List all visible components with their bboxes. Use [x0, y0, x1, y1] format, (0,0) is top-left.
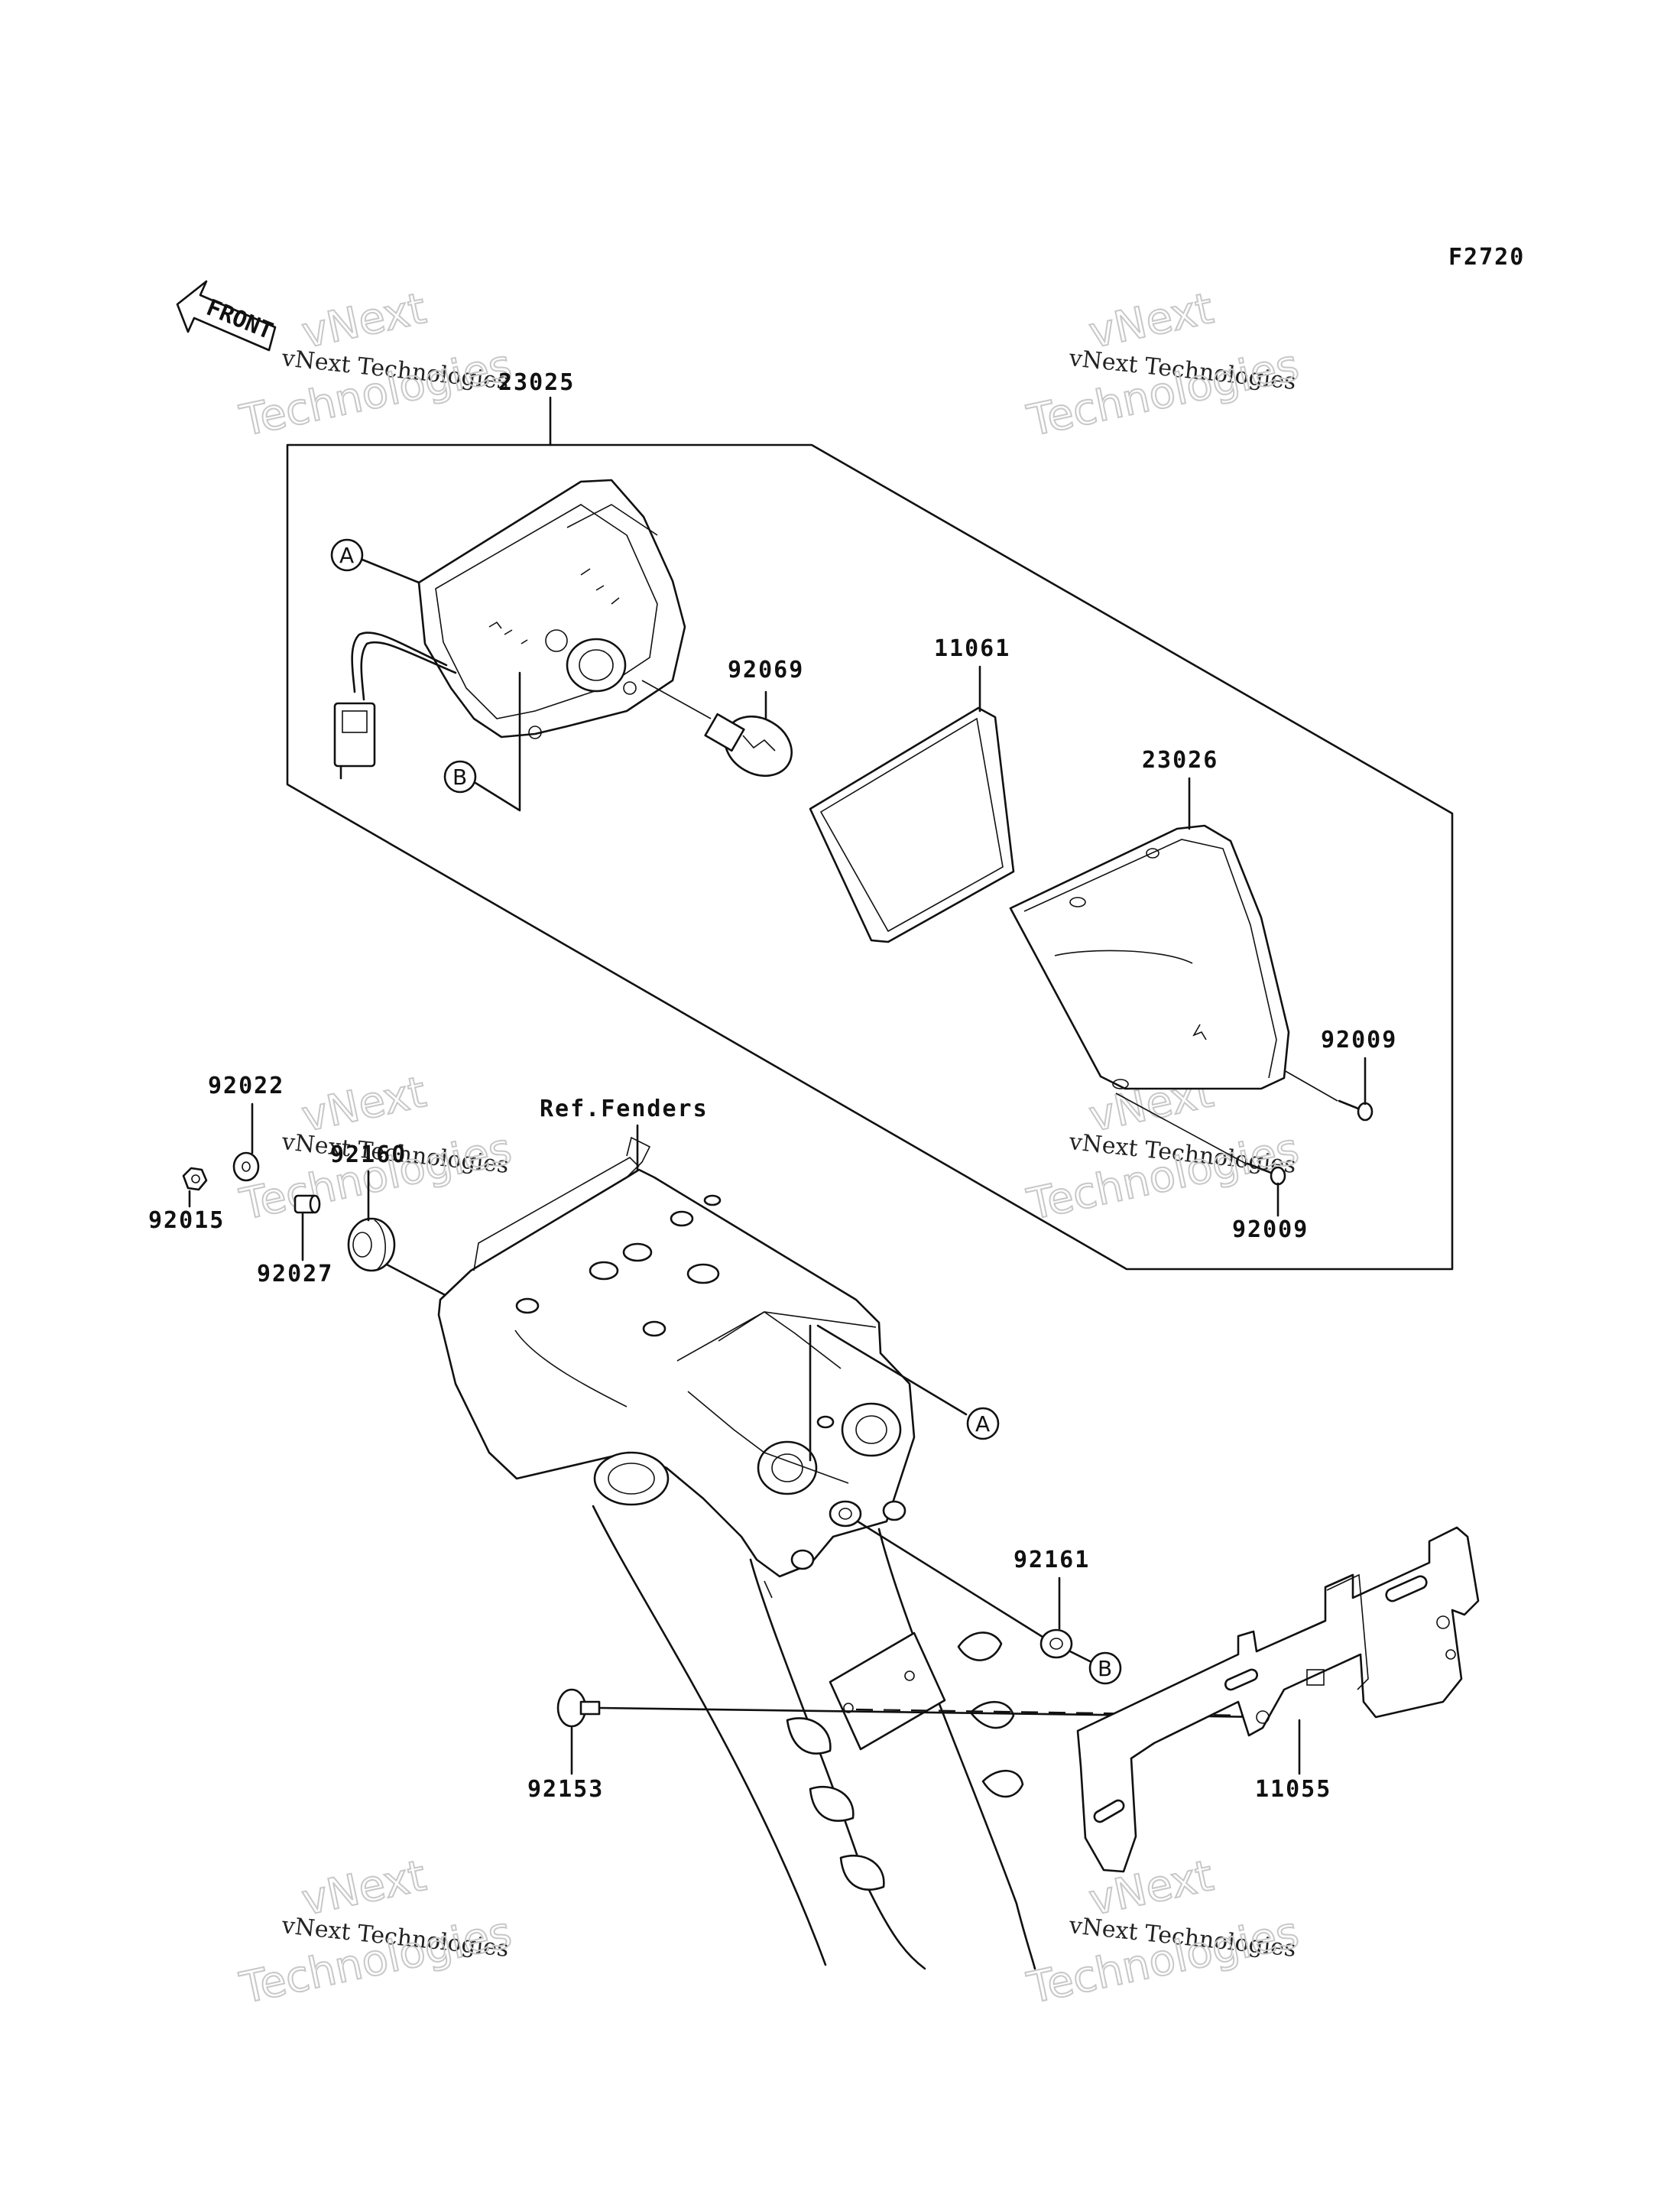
watermark-top-left: vNext vNext Technologies Technologies: [235, 283, 516, 447]
collar-92027[interactable]: [294, 1194, 321, 1214]
callout-a-bottom: [966, 1407, 1000, 1440]
part-number-92022[interactable]: 92022: [208, 1073, 284, 1099]
watermark-mid-right: vNext vNext Technologies Technologies: [1022, 1067, 1303, 1231]
watermark-line1: vNext: [297, 284, 430, 359]
callout-b-bottom-letter: B: [1098, 1656, 1112, 1681]
tail-light-housing[interactable]: [333, 479, 686, 780]
watermark-top-right: vNext vNext Technologies Technologies: [1022, 283, 1303, 447]
leader-a-bottom: [816, 1324, 968, 1416]
part-number-92069[interactable]: 92069: [728, 657, 804, 683]
bulb-92069[interactable]: [641, 680, 803, 787]
part-number-92009-lower[interactable]: 92009: [1232, 1216, 1309, 1243]
leader-92161-from-frame: [856, 1520, 1050, 1642]
leader-b-top: [474, 671, 521, 812]
screw-92009-upper[interactable]: [1283, 1070, 1374, 1122]
callout-a-top: [330, 538, 364, 572]
bolt-92153[interactable]: [556, 1688, 601, 1728]
assembly-outline: [286, 443, 1454, 1271]
lens-23026[interactable]: [1009, 824, 1290, 1090]
figure-code: F2720: [1448, 244, 1525, 271]
screw-92009-lower[interactable]: [1115, 1093, 1286, 1186]
gasket-11061[interactable]: [809, 706, 1015, 943]
watermark-bottom-left: vNext vNext Technologies Technologies: [235, 1850, 516, 2015]
part-number-92161[interactable]: 92161: [1014, 1547, 1090, 1573]
watermark-line1: vNext: [1085, 284, 1218, 359]
watermark-bottom-right: vNext vNext Technologies Technologies: [1022, 1850, 1303, 2015]
grommet-92160[interactable]: [347, 1217, 396, 1272]
nut-92015[interactable]: [182, 1167, 208, 1191]
watermark-line1: vNext: [297, 1067, 430, 1142]
part-number-92015[interactable]: 92015: [148, 1207, 225, 1234]
part-number-92153[interactable]: 92153: [527, 1776, 604, 1803]
part-number-92009-upper[interactable]: 92009: [1321, 1027, 1397, 1054]
rear-frame: [437, 1136, 1036, 1970]
callout-b-top: [443, 760, 477, 794]
part-number-23025[interactable]: 23025: [498, 369, 575, 396]
front-arrow-icon: FRONT: [176, 280, 277, 352]
part-number-11055[interactable]: 11055: [1255, 1776, 1331, 1803]
part-number-23026[interactable]: 23026: [1142, 747, 1218, 774]
leader-92160-to-frame: [385, 1263, 456, 1301]
part-number-11061[interactable]: 11061: [934, 635, 1010, 662]
callout-b-top-letter: B: [452, 765, 467, 790]
part-number-92160[interactable]: 92160: [330, 1141, 407, 1168]
callout-a-top-letter: A: [339, 543, 354, 568]
washer-92022[interactable]: [232, 1151, 260, 1182]
watermark-line1: vNext: [297, 1851, 430, 1926]
part-number-92027[interactable]: 92027: [257, 1261, 333, 1287]
callout-a-bottom-letter: A: [975, 1411, 990, 1437]
callout-b-bottom: [1088, 1651, 1122, 1685]
grommet-92161[interactable]: [1039, 1628, 1073, 1659]
license-bracket-11055[interactable]: [1076, 1526, 1480, 1873]
leader-a-top: [361, 558, 420, 584]
leader-b-bottom: [1069, 1650, 1093, 1664]
ref-fenders-label: Ref.Fenders: [540, 1096, 709, 1122]
